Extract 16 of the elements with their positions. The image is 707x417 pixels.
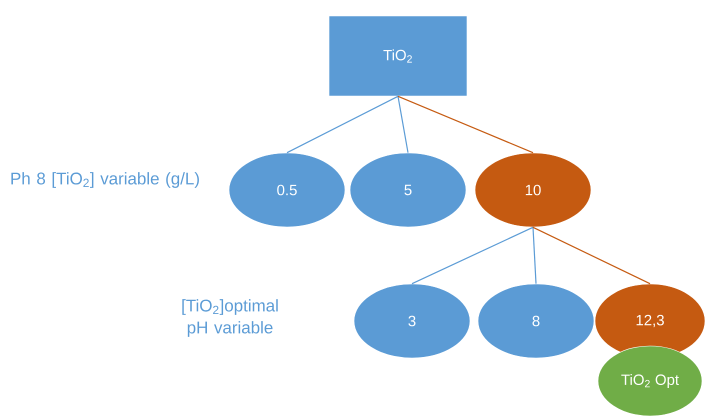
- level-label: Ph 8 [TiO$_{2}$] variable (g/L): [11, 172, 199, 188]
- ellipse-node: 10: [474, 152, 592, 228]
- connector-line: [532, 226, 650, 284]
- connector-line: [532, 227, 537, 284]
- ellipse-node: 12,3: [594, 284, 706, 358]
- connector-line: [397, 96, 409, 153]
- connector-line: [398, 96, 534, 154]
- ellipse-node: 5: [350, 152, 466, 228]
- level-label: [TiO$_{2}$]optimal pH variable: [182, 299, 278, 337]
- ellipse-node: TiO$_{2}$ Opt: [598, 346, 702, 416]
- connector-line: [286, 96, 398, 154]
- process-box: TiO$_{2}$: [328, 16, 468, 96]
- connector-line: [412, 226, 534, 284]
- ellipse-node: 3: [354, 284, 470, 358]
- ellipse-node: 0.5: [228, 152, 346, 228]
- ellipse-node: 8: [478, 284, 594, 358]
